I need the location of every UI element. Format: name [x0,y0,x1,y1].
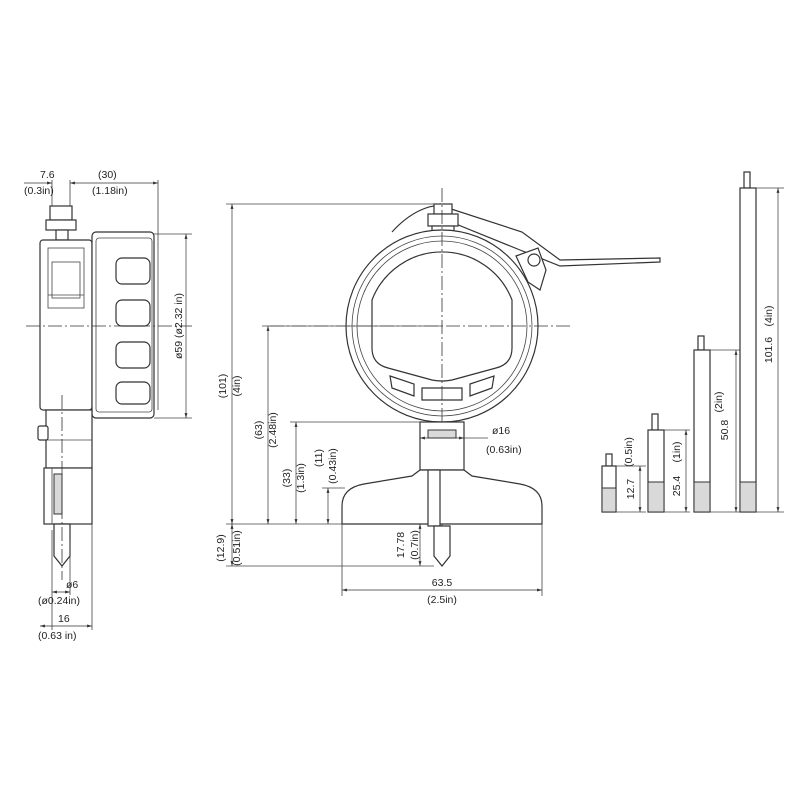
dim-stem-offset: 7.6 [40,169,55,181]
side-view: 7.6 (0.3in) (30) (1.18in) ø59 (ø2.32 in)… [24,169,192,642]
dim-tip: (12.9) [215,534,227,561]
dim-stem-dia: ø16 [492,425,510,437]
rod-2-length-in: (1in) [671,441,683,462]
dim-depth-in: (1.18in) [92,185,128,197]
dim-base-length: 63.5 [432,577,453,589]
front-view: (101) (4in) (63) (2.48in) (33) (1.3in) (… [215,188,661,606]
dim-base-width-in: (0.63 in) [38,630,77,642]
dim-stem-height: (33) [281,469,293,488]
rod-3-length-in: (2in) [713,391,725,412]
dim-base-height-in: (0.43in) [327,448,339,484]
rod-3-length: 50.8 [719,420,731,441]
dim-base-length-in: (2.5in) [427,594,457,606]
dim-stem-offset-in: (0.3in) [24,185,54,197]
dim-center-height: (63) [253,421,265,440]
extension-rods: 12.7 (0.5in) 25.4 (1in) 50.8 (2in) [601,171,784,513]
dim-stroke: 17.78 [395,532,407,558]
rod-4-length-in: (4in) [763,305,775,326]
dim-center-height-in: (2.48in) [267,412,279,448]
dim-base-height: (11) [313,449,325,467]
extension-rod-12-7: 12.7 (0.5in) [601,437,646,513]
dim-total-height-in: (4in) [231,375,243,396]
extension-rod-101-6: 101.6 (4in) [739,171,784,513]
dim-stem-dia-in: (0.63in) [486,444,522,456]
rod-1-length: 12.7 [625,479,637,500]
dim-dial-diameter: ø59 (ø2.32 in) [173,293,185,359]
rod-2-length: 25.4 [671,476,683,497]
dim-depth: (30) [98,169,117,181]
dim-base-width: 16 [58,613,70,625]
dim-tip-in: (0.51in) [231,530,243,566]
dim-spindle-dia: ø6 [66,579,78,591]
extension-rod-50-8: 50.8 (2in) [693,335,742,513]
dim-stem-height-in: (1.3in) [295,463,307,493]
dim-total-height: (101) [217,374,229,399]
dim-spindle-dia-in: (ø0.24in) [38,595,80,607]
rod-1-length-in: (0.5in) [623,437,635,467]
rod-4-length: 101.6 [763,337,775,363]
extension-rod-25-4: 25.4 (1in) [647,413,690,513]
dim-stroke-in: (0.7in) [409,530,421,560]
